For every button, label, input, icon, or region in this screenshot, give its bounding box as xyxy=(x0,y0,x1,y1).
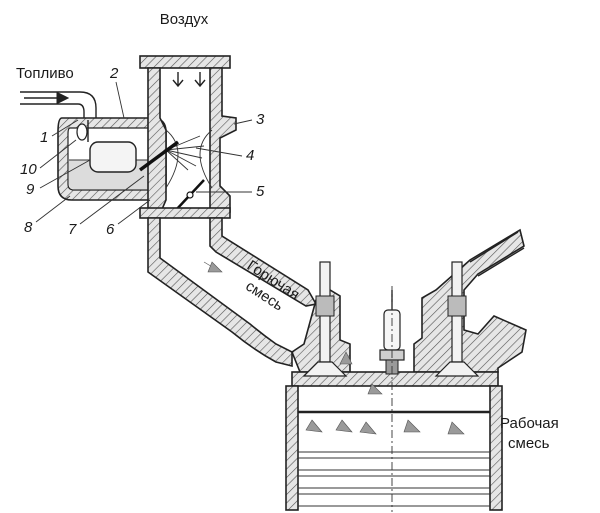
atomizer-nozzle xyxy=(138,140,180,172)
callout-8: 8 xyxy=(24,219,33,236)
exhaust-port xyxy=(469,231,525,277)
callouts: 1 2 3 4 5 6 7 8 9 10 xyxy=(20,65,265,238)
working-mix-label-line2: смесь xyxy=(508,435,550,452)
callout-9: 9 xyxy=(26,181,35,198)
air-label: Воздух xyxy=(160,11,209,28)
fuel-spray xyxy=(165,135,205,171)
float xyxy=(89,141,137,173)
intake-valve xyxy=(302,261,348,377)
callout-3: 3 xyxy=(256,111,265,128)
callout-2: 2 xyxy=(109,65,119,82)
air-intake xyxy=(138,55,237,219)
cylinder xyxy=(285,286,503,512)
callout-7: 7 xyxy=(68,221,77,238)
exhaust-valve xyxy=(434,261,480,377)
callout-4: 4 xyxy=(246,147,254,164)
working-mix-label-line1: Рабочая xyxy=(500,415,559,432)
fuel-inlet-pipe xyxy=(20,91,97,120)
callout-10: 10 xyxy=(20,161,37,178)
callout-1: 1 xyxy=(40,129,48,146)
fuel-label: Топливо xyxy=(16,65,74,82)
callout-6: 6 xyxy=(106,221,115,238)
callout-5: 5 xyxy=(256,183,265,200)
